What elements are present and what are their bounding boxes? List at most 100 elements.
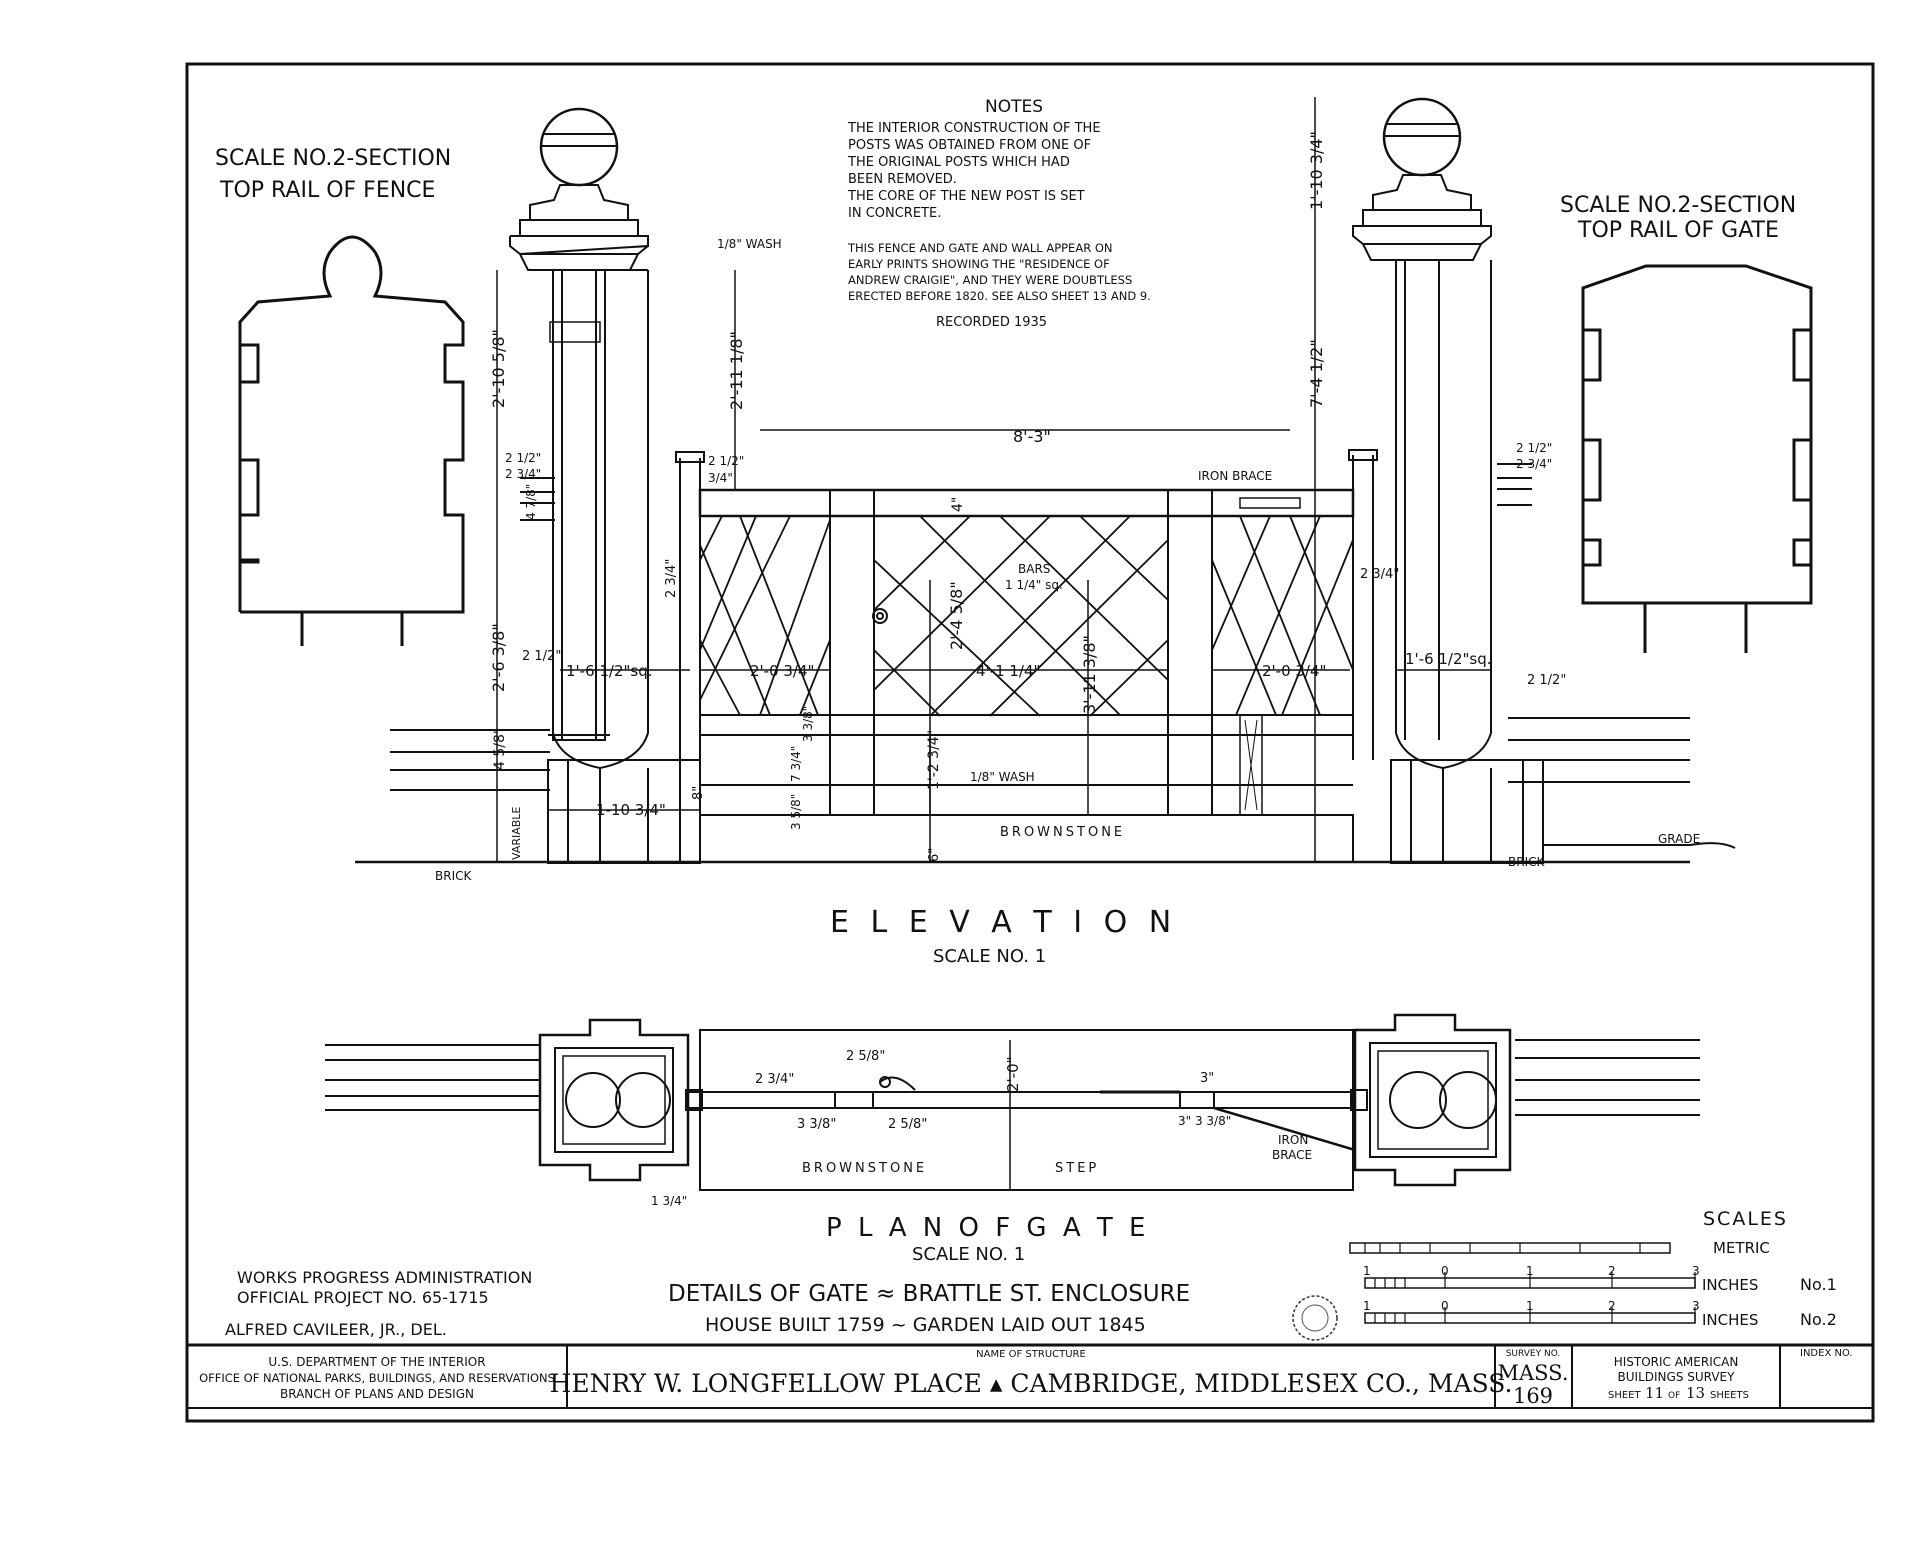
plan-iron-label: IRON xyxy=(1278,1133,1308,1147)
plan-dim-a: 2 3/4" xyxy=(755,1072,794,1087)
notes-history-line: ERECTED BEFORE 1820. SEE ALSO SHEET 13 A… xyxy=(848,289,1151,303)
dim-base-width: 1-10 3/4" xyxy=(596,801,666,819)
elevation-drawing xyxy=(355,97,1736,864)
tb-dept2: OFFICE OF NATIONAL PARKS, BUILDINGS, AND… xyxy=(199,1371,555,1385)
notes-line: POSTS WAS OBTAINED FROM ONE OF xyxy=(848,138,1091,153)
notes-line: IN CONCRETE. xyxy=(848,206,941,221)
dim-ground: 6" xyxy=(927,848,942,862)
dim-lower-gate: 1'-2 3/4" xyxy=(926,730,942,790)
tb-survey-label: SURVEY NO. xyxy=(1506,1349,1561,1359)
credits: WORKS PROGRESS ADMINISTRATION OFFICIAL P… xyxy=(225,1268,1338,1341)
scale1-tick: 0 xyxy=(1441,1264,1449,1278)
notes-line: THE ORIGINAL POSTS WHICH HAD xyxy=(847,155,1070,170)
scale1-tick: 1 xyxy=(1363,1264,1371,1278)
scale1-tick: 2 xyxy=(1608,1264,1616,1278)
plan-dim-g: 1 3/4" xyxy=(651,1194,687,1208)
scale1-tick: 1 xyxy=(1526,1264,1534,1278)
wash-bottom-label: 1/8" WASH xyxy=(970,770,1035,784)
tb-survey-state: MASS. xyxy=(1498,1361,1569,1385)
dim-gate-width: 4'-1 1/4" xyxy=(976,662,1040,680)
brownstone-label: BROWNSTONE xyxy=(1000,825,1125,840)
notes-history-line: THIS FENCE AND GATE AND WALL APPEAR ON xyxy=(847,241,1113,255)
dim-top-rail: 4" xyxy=(950,497,966,512)
tb-name-label: NAME OF STRUCTURE xyxy=(976,1349,1086,1360)
dim-shaft-gate: 2'-11 1/8" xyxy=(727,331,746,410)
notes-line: THE INTERIOR CONSTRUCTION OF THE xyxy=(847,121,1101,136)
dim-rail-a: 2 1/2" xyxy=(505,451,541,465)
plan-title: P L A N O F G A T E xyxy=(826,1213,1149,1243)
elevation-labels: E L E V A T I O N SCALE NO. 1 1/8" WASH … xyxy=(435,131,1700,967)
brick-left-label: BRICK xyxy=(435,869,472,883)
tb-sheet-pre: SHEET xyxy=(1608,1390,1642,1401)
plan-labels: P L A N O F G A T E SCALE NO. 1 BROWNSTO… xyxy=(651,1049,1312,1265)
plan-scale: SCALE NO. 1 xyxy=(912,1244,1025,1265)
tb-sheet-post: SHEETS xyxy=(1710,1390,1749,1401)
tb-sheet-num: 11 xyxy=(1645,1384,1664,1402)
scale1-tick: 3 xyxy=(1692,1264,1700,1278)
dim-rail-a2: 2 1/2" xyxy=(708,454,744,468)
section-fence: SCALE NO.2-SECTION TOP RAIL OF FENCE xyxy=(215,146,465,646)
tb-structure: HENRY W. LONGFELLOW PLACE ▴ CAMBRIDGE, M… xyxy=(550,1369,1513,1398)
notes-history-line: EARLY PRINTS SHOWING THE "RESIDENCE OF xyxy=(848,257,1110,271)
dim-shaft-left: 2'-10 5/8" xyxy=(489,329,508,408)
dim-span: 8'-3" xyxy=(1013,427,1051,446)
dim-gap-left: 2 1/2" xyxy=(522,649,561,664)
elevation-scale: SCALE NO. 1 xyxy=(933,946,1046,967)
wpa-line2: OFFICIAL PROJECT NO. 65-1715 xyxy=(237,1288,489,1307)
tb-habs1: HISTORIC AMERICAN xyxy=(1614,1355,1739,1369)
tb-dept1: U.S. DEPARTMENT OF THE INTERIOR xyxy=(268,1355,485,1369)
dim-gap-right: 2 1/2" xyxy=(1527,673,1566,688)
sheet-border xyxy=(185,62,1875,1423)
tb-habs2: BUILDINGS SURVEY xyxy=(1618,1370,1736,1384)
variable-label: VARIABLE xyxy=(510,807,523,860)
dim-side-panel-left: 2'-0 3/4" xyxy=(750,662,814,680)
plan-brace-label: BRACE xyxy=(1272,1148,1312,1162)
title-block xyxy=(187,1345,1873,1409)
bars-label: BARS xyxy=(1018,562,1050,576)
dim-post-height: 7'-4 1/2" xyxy=(1307,339,1326,408)
dim-cap: 1'-10 3/4" xyxy=(1307,131,1326,210)
dim-rail-a3: 2 1/2" xyxy=(1516,441,1552,455)
scales-heading: SCALES xyxy=(1703,1208,1788,1230)
section-gate: SCALE NO.2-SECTION TOP RAIL OF GATE xyxy=(1560,193,1813,653)
dim-rail-c: 4 7/8" xyxy=(524,484,538,520)
dim-plinth: 8" xyxy=(691,786,706,800)
plan-drawing xyxy=(325,1013,1700,1191)
notes-block: NOTES THE INTERIOR CONSTRUCTION OF THE P… xyxy=(847,97,1151,330)
plan-dim-depth: 2'-0" xyxy=(1004,1056,1022,1092)
dim-gate-diag: 3'-11 3/8" xyxy=(1080,635,1099,714)
tb-index-label: INDEX NO. xyxy=(1800,1348,1853,1359)
section-fence-title: SCALE NO.2-SECTION xyxy=(215,146,451,171)
dim-base-left: 4 5/8" xyxy=(492,728,508,770)
details-subtitle: HOUSE BUILT 1759 ~ GARDEN LAID OUT 1845 xyxy=(705,1314,1146,1336)
dim-post-sq-right: 1'-6 1/2"sq. xyxy=(1405,650,1492,668)
section-fence-subtitle: TOP RAIL OF FENCE xyxy=(219,178,435,203)
scales-no2: No.2 xyxy=(1800,1310,1837,1329)
plan-dim-d: 2 5/8" xyxy=(888,1117,927,1132)
tb-survey-num: 169 xyxy=(1513,1384,1553,1408)
dim-bottom-b: 7 3/4" xyxy=(789,746,803,782)
seal-stamp xyxy=(1292,1295,1338,1341)
dim-side-panel-right: 2'-0 3/4" xyxy=(1262,662,1326,680)
section-gate-title: SCALE NO.2-SECTION xyxy=(1560,193,1796,218)
elevation-title: E L E V A T I O N xyxy=(830,905,1177,940)
scales-metric: METRIC xyxy=(1713,1239,1770,1257)
brick-right-label: BRICK xyxy=(1508,855,1545,869)
tb-dept3: BRANCH OF PLANS AND DESIGN xyxy=(280,1387,474,1401)
plan-dim-f: 3" 3 3/8" xyxy=(1178,1114,1231,1128)
bars-size-label: 1 1/4" sq. xyxy=(1005,578,1063,592)
dim-rail-b2: 2 3/4" xyxy=(1516,457,1552,471)
section-gate-outline xyxy=(1581,264,1813,605)
iron-brace-label: IRON BRACE xyxy=(1198,469,1272,483)
dim-bottom-a: 3 5/8" xyxy=(789,794,803,830)
plan-dim-e: 3" xyxy=(1200,1071,1214,1086)
wpa-line1: WORKS PROGRESS ADMINISTRATION xyxy=(237,1268,532,1287)
scales-inches-2: INCHES xyxy=(1702,1311,1758,1329)
dim-post-sq-left: 1'-6 1/2"sq. xyxy=(566,662,653,680)
scales-inches-1: INCHES xyxy=(1702,1276,1758,1294)
notes-line: THE CORE OF THE NEW POST IS SET xyxy=(847,189,1085,204)
notes-heading: NOTES xyxy=(985,97,1043,117)
dim-rail-b: 2 3/4" xyxy=(505,467,541,481)
wpa-delineator: ALFRED CAVILEER, JR., DEL. xyxy=(225,1320,447,1339)
